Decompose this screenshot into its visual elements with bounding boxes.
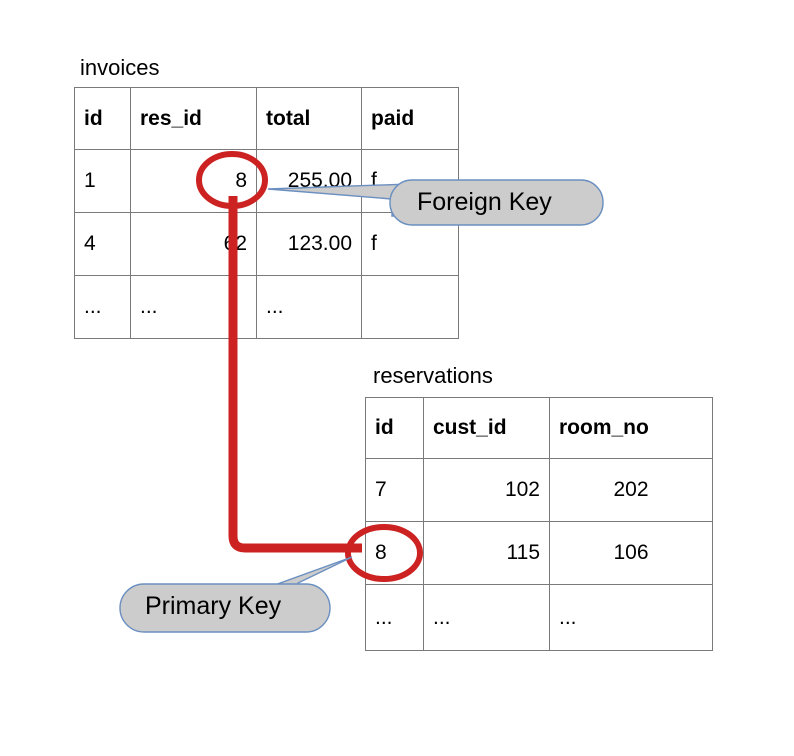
invoices-cell-res-id: ... xyxy=(130,275,257,339)
reservations-cell-id: ... xyxy=(365,584,424,651)
invoices-cell-total: 123.00 xyxy=(256,212,362,276)
table-row: ... ... ... xyxy=(365,584,713,651)
invoices-cell-total: 255.00 xyxy=(256,149,362,213)
invoices-cell-paid: f xyxy=(361,212,459,276)
reservations-col-header-id: id xyxy=(365,397,424,459)
invoices-col-header-res-id: res_id xyxy=(130,87,257,150)
table-row: 4 62 123.00 f xyxy=(74,212,459,276)
reservations-header-row: id cust_id room_no xyxy=(365,397,713,459)
invoices-header-row: id res_id total paid xyxy=(74,87,459,150)
invoices-table: id res_id total paid 1 8 255.00 f 4 62 1… xyxy=(74,87,459,339)
reservations-cell-cust-id: 102 xyxy=(423,458,550,522)
reservations-col-header-cust-id: cust_id xyxy=(423,397,550,459)
table-row: 7 102 202 xyxy=(365,458,713,522)
invoices-cell-id: 1 xyxy=(74,149,131,213)
invoices-cell-id: ... xyxy=(74,275,131,339)
foreign-key-callout-label: Foreign Key xyxy=(417,188,552,216)
invoices-cell-res-id: 62 xyxy=(130,212,257,276)
reservations-col-header-room-no: room_no xyxy=(549,397,713,459)
invoices-table-title: invoices xyxy=(80,55,160,80)
reservations-table-title: reservations xyxy=(373,363,493,388)
reservations-cell-cust-id: ... xyxy=(423,584,550,651)
invoices-col-header-paid: paid xyxy=(361,87,459,150)
reservations-cell-room-no: 202 xyxy=(549,458,713,522)
invoices-cell-paid xyxy=(361,275,459,339)
reservations-cell-id: 8 xyxy=(365,521,424,585)
invoices-cell-id: 4 xyxy=(74,212,131,276)
invoices-col-header-id: id xyxy=(74,87,131,150)
table-row: ... ... ... xyxy=(74,275,459,339)
reservations-cell-id: 7 xyxy=(365,458,424,522)
primary-key-callout-label: Primary Key xyxy=(145,592,282,620)
invoices-cell-res-id: 8 xyxy=(130,149,257,213)
table-row: 8 115 106 xyxy=(365,521,713,585)
reservations-cell-room-no: 106 xyxy=(549,521,713,585)
reservations-cell-cust-id: 115 xyxy=(423,521,550,585)
invoices-col-header-total: total xyxy=(256,87,362,150)
reservations-table: id cust_id room_no 7 102 202 8 115 106 .… xyxy=(365,397,713,651)
invoices-cell-total: ... xyxy=(256,275,362,339)
reservations-cell-room-no: ... xyxy=(549,584,713,651)
table-row: 1 8 255.00 f xyxy=(74,149,459,213)
